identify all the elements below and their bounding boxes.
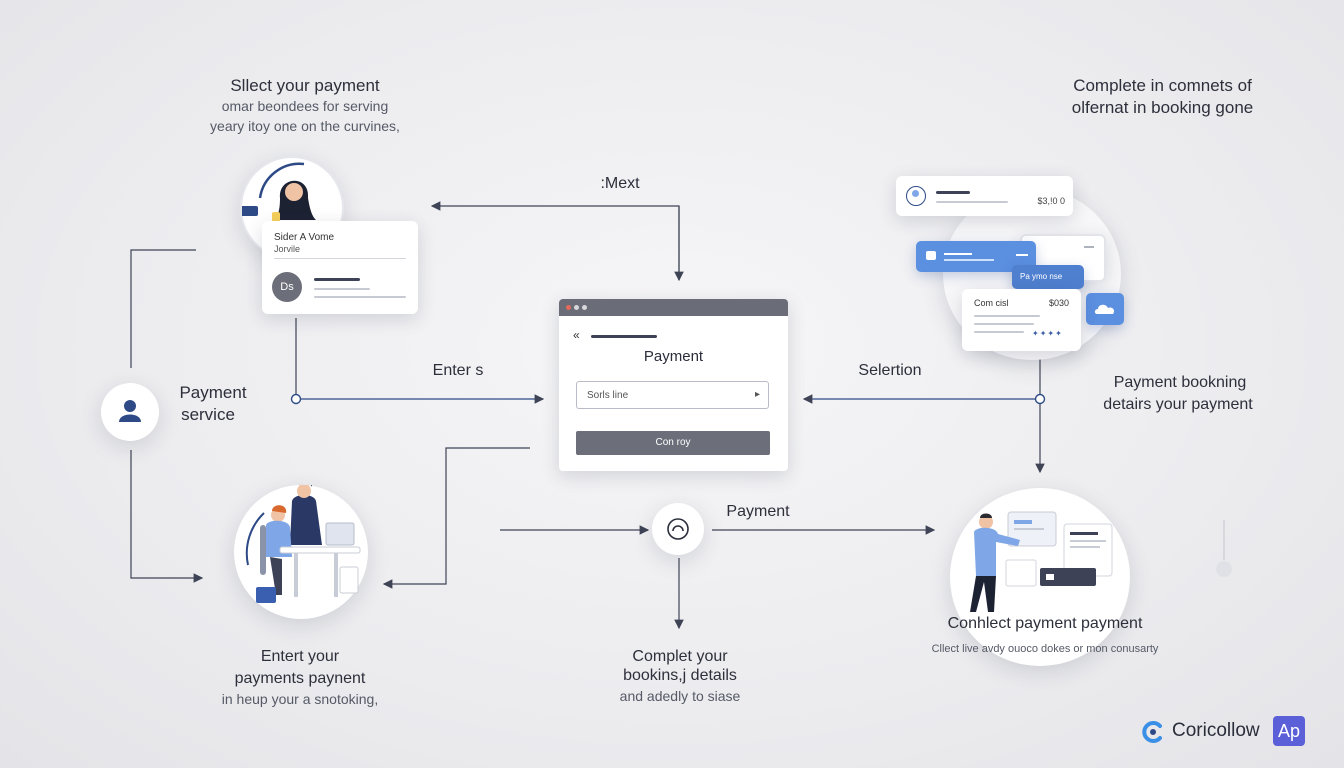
- window-min-dot[interactable]: [574, 305, 579, 310]
- bottom-right-title: Conhlect payment payment: [947, 615, 1143, 632]
- brand-logo[interactable]: Coricollow Ap: [1140, 716, 1308, 746]
- avatar: Ds: [272, 272, 302, 302]
- brand-swirl-icon: [1142, 721, 1162, 743]
- right-detail-line2: detairs your payment: [1103, 396, 1253, 413]
- selection-card-name: Sider A Vome: [274, 232, 335, 243]
- window-max-dot[interactable]: [582, 305, 587, 310]
- price-card-line: [974, 331, 1024, 333]
- brand-name: Coricollow: [1172, 720, 1260, 741]
- bottom-left-line2: payments paynent: [234, 670, 366, 687]
- top-left-sub1: omar beondees for serving: [221, 98, 389, 114]
- cloud-card[interactable]: [1086, 293, 1124, 325]
- next-label: :Mext: [600, 175, 640, 192]
- top-left-heading: Sllect your payment: [230, 76, 380, 95]
- account-card[interactable]: $3,!0 0: [896, 176, 1073, 216]
- price-card-line: [974, 315, 1040, 317]
- payment-service-node[interactable]: [101, 383, 159, 441]
- bottom-payment-label: Payment: [726, 503, 790, 520]
- enter-payment-illustration: [234, 471, 368, 619]
- payment-input-value: Sorls line: [587, 390, 629, 401]
- payment-service-line1: Payment: [179, 383, 247, 402]
- presenter-icon: [970, 511, 1113, 612]
- price-card-line: [974, 323, 1034, 325]
- account-line: [936, 201, 1008, 203]
- selection-card-line: [314, 296, 406, 298]
- payment-input[interactable]: Sorls line ▸: [576, 381, 769, 409]
- brand-badge: Ap: [1273, 716, 1305, 746]
- selection-label: Selertion: [858, 362, 922, 379]
- top-right-line1: Complete in comnets of: [1073, 76, 1252, 95]
- payment-service-line2: service: [181, 405, 235, 424]
- input-arrow-icon: ▸: [754, 389, 760, 400]
- enter-label: Enter s: [432, 362, 484, 379]
- payment-title: Payment: [643, 348, 704, 365]
- window-title-line: [591, 335, 657, 338]
- blue-card-dots: [1016, 254, 1028, 256]
- payment-gauge-node[interactable]: [652, 503, 704, 555]
- bottom-left-line1: Entert your: [260, 648, 340, 665]
- blue-label-card: Pa ymo nse: [1012, 265, 1084, 289]
- right-detail-line1: Payment bookning: [1113, 374, 1247, 391]
- blue-card-line: [944, 253, 972, 255]
- gauge-icon: [667, 518, 689, 540]
- account-line: [936, 191, 970, 194]
- price-card-stars: ✦✦✦✦: [1032, 329, 1063, 338]
- blue-card-line: [944, 259, 994, 261]
- lock-icon: [926, 251, 936, 260]
- connect-payment-illustration: [950, 488, 1130, 666]
- selection-card[interactable]: Sider A Vome Jorvile Ds: [262, 221, 418, 314]
- payment-window[interactable]: « Payment Sorls line ▸ Con roy: [559, 299, 788, 471]
- price-card[interactable]: Com cisl $030 ✦✦✦✦: [962, 289, 1081, 351]
- account-amount: $3,!0 0: [1037, 196, 1065, 206]
- user-icon: [119, 400, 141, 422]
- back-icon[interactable]: «: [573, 328, 580, 342]
- selection-card-line: [314, 278, 360, 281]
- price-card-amount: $030: [1048, 298, 1069, 308]
- account-avatar-icon: [906, 186, 926, 206]
- price-card-name: Com cisl: [974, 298, 1009, 308]
- bottom-left-line3: in heup your a snotoking,: [221, 691, 379, 707]
- team-working-icon: [245, 471, 361, 603]
- bottom-right-sub: Cllect live avdy ouoco dokes or mon conu…: [931, 643, 1159, 655]
- bottom-center-line3: and adedly to siase: [619, 688, 741, 704]
- continue-button[interactable]: Con roy: [576, 431, 770, 455]
- selection-card-line: [314, 288, 370, 290]
- top-right-line2: olfernat in booking gone: [1071, 98, 1254, 117]
- window-titlebar: [559, 299, 788, 316]
- blue-label-text: Pa ymo nse: [1020, 272, 1063, 281]
- bottom-center-line2: bookins,j details: [623, 667, 737, 684]
- image-card-line: [1084, 246, 1094, 248]
- cloud-icon: [1094, 304, 1115, 314]
- selection-card-divider: [274, 258, 406, 259]
- window-close-dot[interactable]: [566, 305, 571, 310]
- bottom-center-line1: Complet your: [632, 648, 728, 665]
- selection-card-subtitle: Jorvile: [274, 244, 301, 254]
- top-left-sub2: yeary itoy one on the curvines,: [210, 118, 400, 134]
